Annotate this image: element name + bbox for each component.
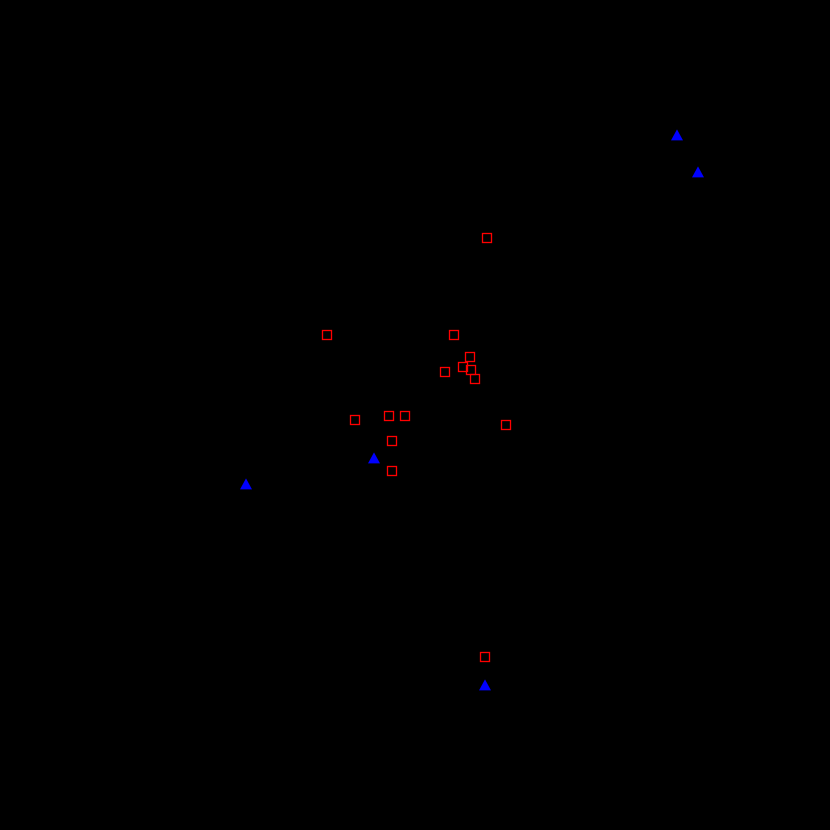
square-marker [383,410,395,422]
markers-layer [240,129,704,691]
square-marker [481,232,493,244]
square-marker [464,351,476,363]
triangle-marker [692,166,704,178]
square-marker [399,410,411,422]
square-marker [469,373,481,385]
square-marker [500,419,512,431]
series-triangles [240,129,704,691]
square-marker [448,329,460,341]
triangle-marker [479,679,491,691]
series-squares [321,232,512,663]
square-marker [321,329,333,341]
square-marker [439,366,451,378]
square-marker [386,465,398,477]
triangle-marker [368,452,380,464]
square-marker [457,361,469,373]
triangle-marker [240,478,252,490]
square-marker [386,435,398,447]
square-marker [349,414,361,426]
triangle-marker [671,129,683,141]
square-marker [479,651,491,663]
